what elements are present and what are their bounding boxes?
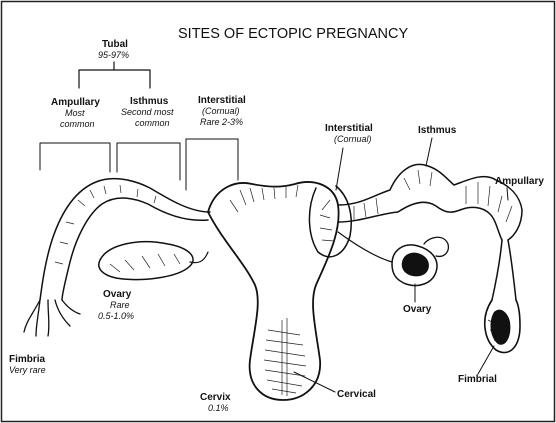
- interstitial-right-label: Interstitial: [325, 123, 373, 134]
- cervical-label: Cervical: [337, 389, 376, 400]
- isthmus-right-leader: [426, 138, 432, 166]
- tubal-percent: 95-97%: [98, 50, 129, 60]
- ovary-left-note1: Rare: [110, 300, 130, 310]
- ovary-left-label: Ovary: [103, 289, 132, 300]
- cervix-percent: 0.1%: [208, 403, 229, 413]
- fimbrial-right-label: Fimbrial: [458, 374, 497, 385]
- ampullary-left-label: Ampullary: [51, 97, 100, 108]
- ovary-right-label: Ovary: [403, 304, 432, 315]
- cervix-label: Cervix: [200, 392, 231, 403]
- ampullary-left-note2: common: [60, 119, 95, 129]
- title: SITES OF ECTOPIC PREGNANCY: [178, 26, 408, 42]
- ampullary-left-note1: Most: [65, 108, 85, 118]
- interstitial-right-note: (Cornual): [334, 134, 372, 144]
- isthmus-right-label: Isthmus: [418, 125, 457, 136]
- left-ovary: [99, 242, 208, 280]
- interstitial-right-leader: [336, 148, 343, 190]
- fimbrial-right-leader: [478, 346, 494, 374]
- interstitial-left-note1: (Cornual): [202, 106, 240, 116]
- fimbria-left-label: Fimbria: [9, 354, 46, 365]
- tubal-label: Tubal: [102, 39, 128, 50]
- cervical-leader: [294, 372, 335, 392]
- isthmus-left-note2: common: [135, 118, 170, 128]
- ovary-left-note2: 0.5-1.0%: [98, 311, 134, 321]
- isthmus-left-label: Isthmus: [130, 96, 169, 107]
- isthmus-left-note1: Second most: [121, 107, 174, 117]
- ampullary-right-leader: [507, 188, 508, 200]
- tubal-bracket: [79, 62, 150, 88]
- interstitial-left-label: Interstitial: [198, 95, 246, 106]
- fimbria-left-note: Very rare: [9, 365, 46, 375]
- left-leader-lines: [40, 139, 238, 190]
- uterus: [208, 182, 339, 400]
- interstitial-left-note2: Rare 2-3%: [200, 117, 243, 127]
- right-ovary: [338, 232, 448, 286]
- ampullary-right-label: Ampullary: [495, 176, 544, 187]
